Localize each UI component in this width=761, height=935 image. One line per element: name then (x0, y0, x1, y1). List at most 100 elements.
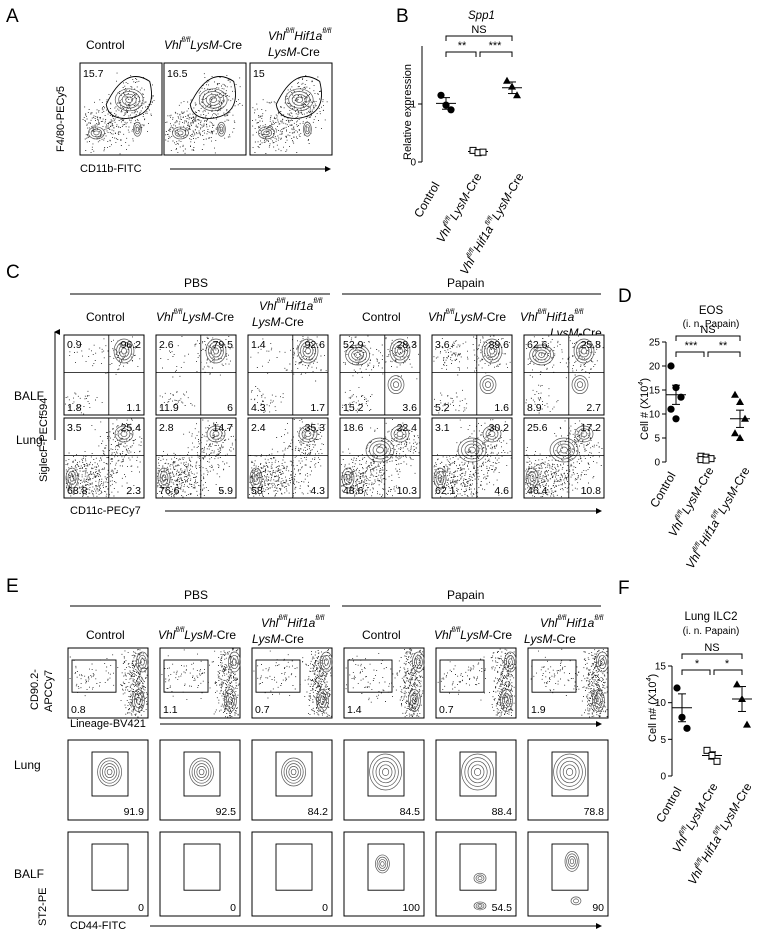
c-contour-low (527, 470, 537, 486)
d-title: EOS (699, 305, 724, 317)
sig-label-ns: NS (700, 324, 715, 336)
a-contour-main (291, 93, 307, 106)
c-quadrant-ll: 5.2 (435, 402, 450, 414)
c-header-vhl-2: Vhlfl/flLysM-Cre (428, 309, 506, 324)
e-contour-upper (504, 651, 517, 673)
e-lung-gate (275, 751, 313, 797)
e-balf-plot (527, 831, 609, 917)
c-contour-eos (302, 344, 314, 358)
c-header-dko-1a: Vhlfl/flHif1afl/fl (259, 298, 323, 313)
a-contour-main (295, 96, 304, 103)
c-quadrant-ur: 28.3 (397, 339, 418, 351)
c-flow-plot (247, 334, 329, 416)
a-contour-side (305, 126, 310, 132)
c-quadrant-ur: 25.8 (581, 339, 602, 351)
e-lung-percent: 78.8 (584, 806, 605, 818)
e-contour-upper (136, 651, 149, 673)
e-balf-percent: 0 (230, 902, 236, 914)
e-contour-lower (504, 696, 509, 705)
c-quadrant-ur: 89.6 (489, 339, 510, 351)
sig-bracket-right (707, 351, 741, 357)
c-contour-low (529, 474, 535, 482)
c-density-dots (65, 418, 143, 498)
c-quadrant-ur: 17.2 (581, 422, 602, 434)
c-quadrant-ul: 52.9 (343, 339, 364, 351)
point-vhl (479, 148, 487, 156)
c-quadrant-ll: 8.9 (527, 402, 542, 414)
a-contour-main (202, 91, 225, 109)
c-contour-left (538, 352, 545, 358)
c-contour-eos (208, 341, 224, 361)
c-contour-left (345, 344, 370, 366)
c-contour-low (65, 467, 79, 489)
point-control (672, 384, 680, 392)
c-contour-low (251, 470, 261, 486)
a-contour-main (209, 96, 218, 103)
point-dko (733, 680, 741, 688)
c-contour-low (67, 470, 77, 486)
b-x-control: Control (411, 180, 442, 221)
e-balf-contour (573, 898, 579, 904)
panel-label-b: B (396, 6, 409, 27)
c-quadrant-ul: 2.6 (159, 339, 174, 351)
a-contour-low (172, 126, 189, 140)
a-header-dko-line2: LysM-Cre (268, 45, 320, 59)
c-contour-eos (488, 430, 496, 438)
c-contour-eos (484, 341, 500, 361)
d-subtitle: (i. n. Papain) (683, 319, 740, 330)
e-lung-contour (102, 763, 118, 781)
e-contour-upper (322, 654, 331, 670)
e-balf-contour (477, 904, 483, 908)
c-contour-eos (305, 347, 311, 355)
e-balf-contour (570, 896, 582, 906)
e-lung-contour (283, 760, 304, 784)
e-contour-lower (408, 689, 421, 712)
sig-bracket-left (445, 51, 477, 57)
e-header-vhl-1: Vhlfl/flLysM-Cre (158, 627, 236, 642)
c-quadrant-ll: 15.2 (343, 402, 364, 414)
c-contour-mid (369, 440, 391, 460)
y-tick-label: 0 (654, 458, 660, 469)
point-dko (731, 390, 739, 398)
e-balf-plot (159, 831, 241, 917)
c-y-axis-label: SiglecF-PECf594 (38, 398, 50, 482)
a-contour-side (218, 124, 225, 135)
e-balf-gate (459, 843, 497, 891)
e-contour-lower (134, 692, 143, 709)
c-group-papain: Papain (447, 276, 484, 290)
e-contour-lower (502, 692, 511, 709)
e-lung-plot (343, 739, 425, 821)
c-contour-low (249, 467, 263, 489)
y-tick-label: 10 (649, 410, 661, 421)
c-contour-eos (581, 347, 587, 355)
c-contour-eos (301, 428, 315, 440)
c-contour-low (253, 474, 259, 482)
c-contour-eos (580, 430, 588, 438)
panel-e: PBS Papain Control Vhlfl/flLysM-Cre Vhlf… (14, 588, 609, 932)
c-contour-eos (213, 347, 219, 355)
y-tick-label: 5 (654, 434, 660, 445)
e-lung-contour (104, 766, 115, 778)
y-tick-label: 1 (410, 100, 416, 111)
sig-bracket-ns (681, 653, 743, 659)
e-lung-plot (527, 739, 609, 821)
c-quadrant-ur: 96.2 (121, 339, 142, 351)
a-header-dko-line1: Vhlfl/flHif1afl/fl (268, 28, 332, 43)
c-density-dots (249, 418, 326, 498)
e-contour-upper (228, 651, 241, 673)
c-quadrant-ll: 76.6 (159, 485, 180, 497)
e-lineage-percent: 1.9 (531, 704, 546, 716)
c-contour-mid (392, 381, 400, 388)
a-gate (275, 76, 322, 119)
e-lung-contour (461, 753, 494, 791)
e-contour-upper (232, 658, 237, 666)
point-dko (731, 429, 739, 437)
panel-c: PBS Papain Control Vhlfl/flLysM-Cre Vhlf… (14, 276, 605, 517)
e-lung-contour (464, 757, 491, 787)
e-contour-upper (138, 654, 147, 670)
c-contour-left (351, 349, 364, 361)
panel-f: Lung ILC2 (i. n. Papain) Cell n# (X104) … (646, 611, 755, 887)
panel-a: Control Vhlfl/flLysM-Cre Vhlfl/flHif1afl… (55, 28, 333, 175)
e-lung-contour (196, 766, 207, 778)
